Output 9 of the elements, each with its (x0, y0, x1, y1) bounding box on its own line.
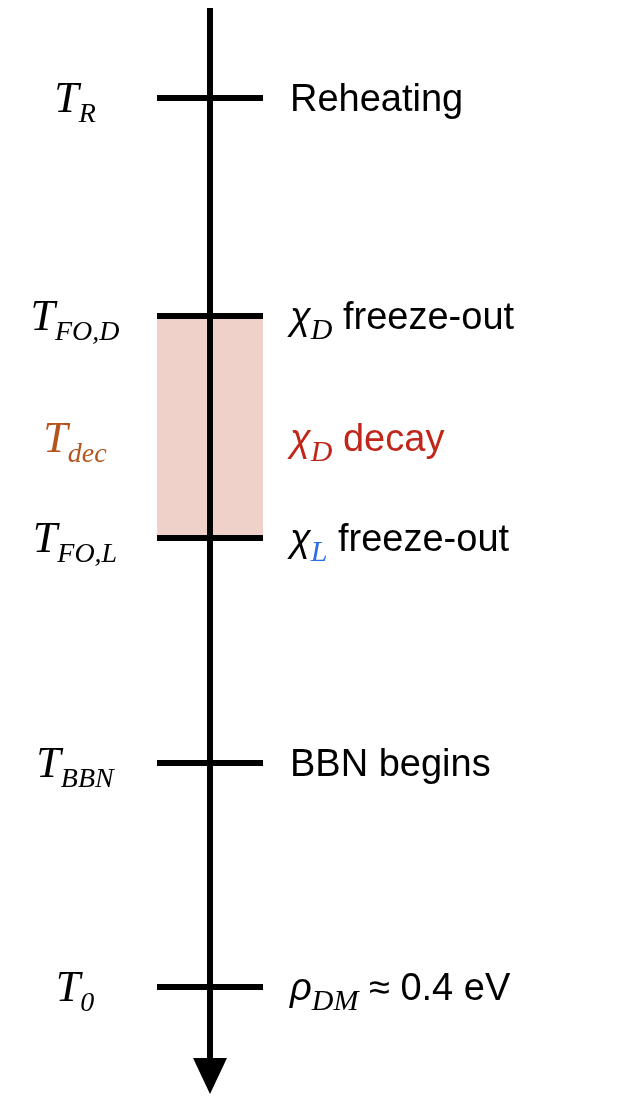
temperature-label: T$_{BBN}$ (35, 737, 116, 791)
temperature-label: T$_{FO,L}$ (31, 512, 119, 566)
event-label: Reheating (290, 76, 464, 121)
event-label: BBN begins (290, 741, 491, 786)
temperature-label: T$_{dec}$ (42, 412, 108, 466)
temperature-label: T$_{0}$ (54, 961, 96, 1015)
event-label: ρ$_{DM}$ ≈ 0.4 eV (290, 965, 511, 1015)
temperature-label: T$_{R}$ (53, 72, 97, 126)
temperature-label: T$_{FO,D}$ (29, 290, 121, 344)
